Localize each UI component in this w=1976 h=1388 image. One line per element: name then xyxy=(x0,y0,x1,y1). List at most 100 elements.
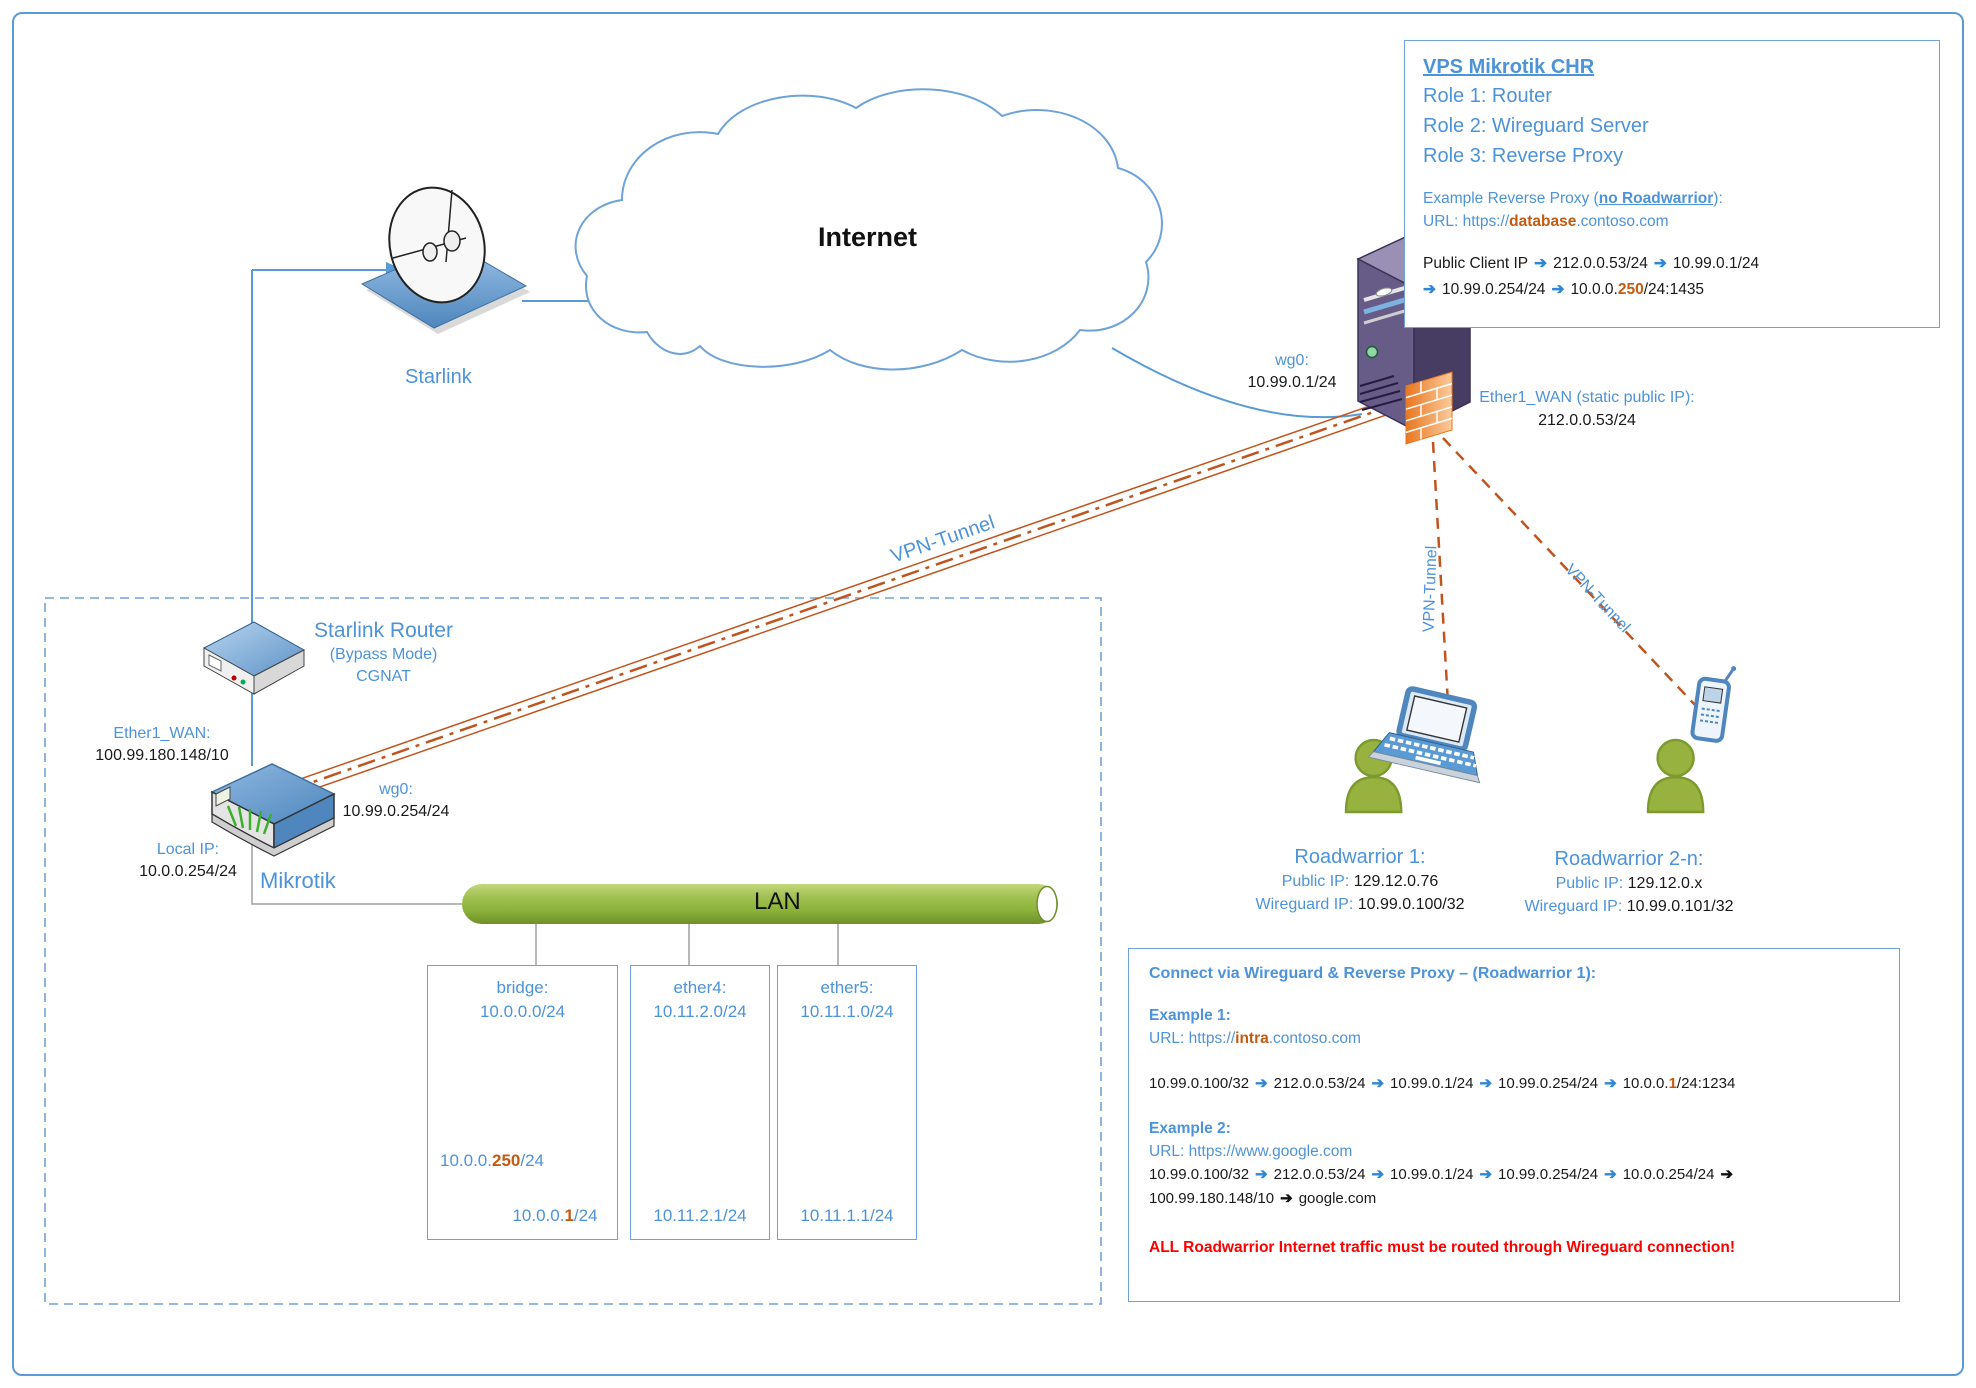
public-ip-label: Public IP: xyxy=(1555,875,1624,892)
starlink-router-label: Starlink Router (Bypass Mode) CGNAT xyxy=(296,618,471,688)
arrow-icon: ➔ xyxy=(1479,1075,1493,1092)
vps-info-box: VPS Mikrotik CHR Role 1: Router Role 2: … xyxy=(1404,40,1940,328)
person-icon xyxy=(1646,738,1705,814)
roadwarrior1-public-ip: Public IP: 129.12.0.76 xyxy=(1246,870,1474,893)
roadwarrior2-label: Roadwarrior 2-n: Public IP: 129.12.0.x W… xyxy=(1515,846,1743,918)
roadwarrior1-wg-ip: Wireguard IP: 10.99.0.100/32 xyxy=(1246,893,1474,916)
vps-wan-name: Ether1_WAN (static public IP): xyxy=(1479,389,1695,406)
mikrotik-wan-name: Ether1_WAN: xyxy=(113,725,211,742)
laptop-icon xyxy=(1367,686,1481,784)
mikrotik-router-icon xyxy=(210,763,336,857)
subnet-box-bridge: bridge: 10.0.0.0/24 10.0.0.250/24 10.0.0… xyxy=(427,965,618,1240)
mikrotik-wan-ip: 100.99.180.148/10 xyxy=(95,747,229,764)
arrow-icon: ➔ xyxy=(1653,255,1667,272)
lan-drop-lines xyxy=(251,845,839,965)
vps-example-line: Example Reverse Proxy (no Roadwarrior): xyxy=(1423,190,1723,207)
example2-url: URL: https://www.google.com xyxy=(1149,1143,1353,1160)
bridge-host2-ip: 10.0.0.1/24 xyxy=(512,1206,598,1225)
example1-chain: 10.99.0.100/32➔212.0.0.53/24➔10.99.0.1/2… xyxy=(1149,1075,1736,1092)
arrow-icon: ➔ xyxy=(1720,1166,1734,1183)
ether5-title: ether5: 10.11.1.0/24 xyxy=(778,966,916,1024)
arrow-icon: ➔ xyxy=(1423,281,1436,298)
site-boundary-dashed-box xyxy=(44,597,1102,1305)
starlink-router-nat: CGNAT xyxy=(356,668,411,685)
bridge-name: bridge: xyxy=(496,978,549,997)
vps-chain-line2: ➔10.99.0.254/24➔10.0.0.250/24:1435 xyxy=(1423,281,1705,298)
roadwarrior2-title: Roadwarrior 2-n: xyxy=(1554,848,1704,870)
arrow-icon: ➔ xyxy=(1255,1166,1268,1183)
arrow-icon: ➔ xyxy=(1371,1166,1385,1183)
mikrotik-local-name: Local IP: xyxy=(156,841,220,858)
mikrotik-wan-label: Ether1_WAN: 100.99.180.148/10 xyxy=(78,723,246,767)
internet-cloud xyxy=(574,88,1163,371)
example2-chain-line2: 100.99.180.148/10➔google.com xyxy=(1149,1190,1377,1207)
vps-url-line: URL: https://database.contoso.com xyxy=(1423,213,1669,230)
roadwarrior-warning: ALL Roadwarrior Internet traffic must be… xyxy=(1149,1239,1736,1256)
wireguard-ip-label: Wireguard IP: xyxy=(1255,896,1354,913)
starlink-router-icon xyxy=(202,621,306,695)
mikrotik-wg-ip: 10.99.0.254/24 xyxy=(342,803,450,820)
mikrotik-name: Mikrotik xyxy=(260,868,336,893)
wireguard-ip-value: 10.99.0.101/32 xyxy=(1626,898,1734,915)
connect-info-box: Connect via Wireguard & Reverse Proxy – … xyxy=(1128,948,1900,1302)
ether4-name: ether4: xyxy=(673,978,727,997)
vpn-tunnel-rw1-label: VPN-Tunnel xyxy=(1420,545,1441,633)
starlink-label: Starlink xyxy=(405,366,472,388)
lan-pipe-label: LAN xyxy=(754,888,801,915)
starlink-dish-icon xyxy=(360,186,530,334)
ether4-subnet: 10.11.2.0/24 xyxy=(653,1002,747,1021)
example1-url: URL: https://intra.contoso.com xyxy=(1149,1030,1361,1047)
arrow-icon: ➔ xyxy=(1280,1190,1293,1207)
arrow-icon: ➔ xyxy=(1534,255,1548,272)
example1-label: Example 1: xyxy=(1149,1007,1231,1024)
vpn-tunnel-roadwarrior-lines xyxy=(1431,437,1697,707)
mikrotik-local-ip: 10.0.0.254/24 xyxy=(139,863,237,880)
roadwarrior2-public-ip: Public IP: 129.12.0.x xyxy=(1515,872,1743,895)
wireguard-ip-label: Wireguard IP: xyxy=(1524,898,1623,915)
internet-label: Internet xyxy=(818,222,918,252)
ether5-subnet: 10.11.1.0/24 xyxy=(800,1002,894,1021)
vps-box-title: VPS Mikrotik CHR xyxy=(1423,56,1595,78)
ether5-name: ether5: xyxy=(820,978,874,997)
firewall-icon xyxy=(1405,371,1453,445)
public-ip-label: Public IP: xyxy=(1281,873,1350,890)
example2-chain-line1: 10.99.0.100/32➔212.0.0.53/24➔10.99.0.1/2… xyxy=(1149,1166,1734,1183)
bridge-title: bridge: 10.0.0.0/24 xyxy=(428,966,617,1024)
vps-wg-ip: 10.99.0.1/24 xyxy=(1247,374,1337,391)
mikrotik-local-label: Local IP: 10.0.0.254/24 xyxy=(124,839,252,883)
ether4-title: ether4: 10.11.2.0/24 xyxy=(631,966,769,1024)
mikrotik-wg-label: wg0: 10.99.0.254/24 xyxy=(332,779,460,823)
public-ip-value: 129.12.0.x xyxy=(1627,875,1703,892)
mikrotik-wg-name: wg0: xyxy=(379,781,413,798)
subnet-box-ether5: ether5: 10.11.1.0/24 10.11.1.1/24 xyxy=(777,965,917,1240)
arrow-icon: ➔ xyxy=(1604,1166,1617,1183)
roadwarrior1-label: Roadwarrior 1: Public IP: 129.12.0.76 Wi… xyxy=(1246,844,1474,916)
arrow-icon: ➔ xyxy=(1255,1075,1268,1092)
antenna-lines xyxy=(226,805,273,835)
vps-wan-ip: 212.0.0.53/24 xyxy=(1538,412,1636,429)
example2-label: Example 2: xyxy=(1149,1120,1231,1137)
arrow-icon: ➔ xyxy=(1479,1166,1493,1183)
roadwarrior2-wg-ip: Wireguard IP: 10.99.0.101/32 xyxy=(1515,895,1743,918)
ether4-host-ip: 10.11.2.1/24 xyxy=(653,1206,747,1225)
vps-wg-name: wg0: xyxy=(1275,352,1309,369)
roadwarrior1-title: Roadwarrior 1: xyxy=(1294,846,1426,868)
vps-chain-line1: Public Client IP➔212.0.0.53/24➔10.99.0.1… xyxy=(1423,255,1760,272)
public-ip-value: 129.12.0.76 xyxy=(1353,873,1439,890)
lan-pipe xyxy=(462,884,1058,924)
arrow-icon: ➔ xyxy=(1371,1075,1385,1092)
vps-role-1: Role 1: Router xyxy=(1423,85,1552,107)
bridge-subnet: 10.0.0.0/24 xyxy=(479,1002,566,1021)
vps-role-2: Role 2: Wireguard Server xyxy=(1423,115,1649,137)
starlink-router-mode: (Bypass Mode) xyxy=(329,646,438,663)
diagram-border xyxy=(12,12,1964,1376)
vps-wan-label: Ether1_WAN (static public IP): 212.0.0.5… xyxy=(1458,386,1716,432)
ether5-host-ip: 10.11.1.1/24 xyxy=(800,1206,894,1225)
starlink-router-title: Starlink Router xyxy=(314,619,453,642)
server-vents xyxy=(1359,375,1403,411)
vps-wg-label: wg0: 10.99.0.1/24 xyxy=(1232,350,1352,394)
bridge-host1-ip: 10.0.0.250/24 xyxy=(440,1151,545,1170)
arrow-icon: ➔ xyxy=(1551,281,1565,298)
